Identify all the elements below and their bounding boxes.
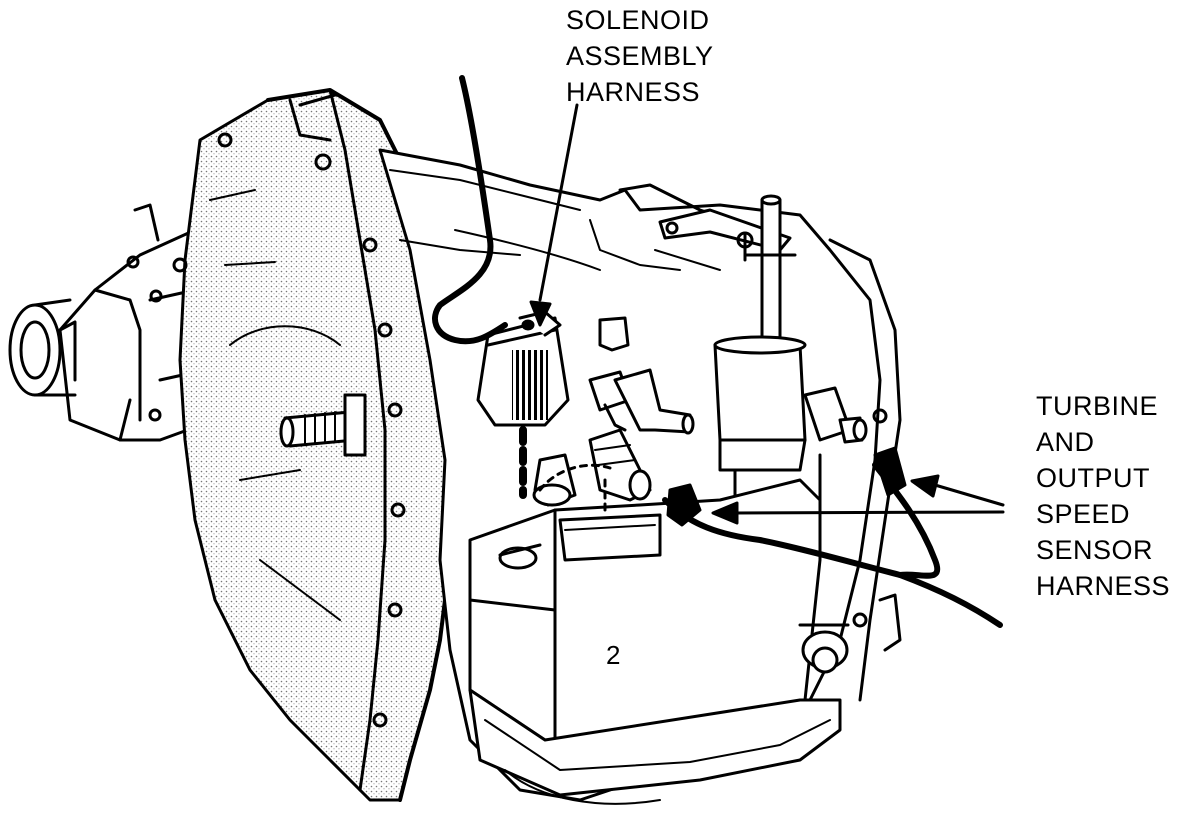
oil-pan [468, 688, 842, 805]
output-speed-sensor [803, 386, 868, 444]
callout-line: SPEED [1036, 499, 1131, 529]
solenoid-assembly-connector [476, 310, 570, 427]
manual-shift-shaft [658, 194, 822, 502]
solenoid-mount-guide [519, 426, 612, 517]
solenoid-harness-callout: SOLENOID ASSEMBLY HARNESS [566, 2, 714, 110]
solenoid-harness-wire [432, 75, 508, 345]
callout-line: HARNESS [566, 77, 701, 107]
callout-line: SOLENOID [566, 5, 710, 35]
speed-sensor-harness-wire [662, 446, 1003, 628]
output-flange [8, 298, 77, 397]
turbine-leader-arrow-lower [711, 501, 1005, 525]
vent-cap [532, 453, 577, 507]
callout-line: OUTPUT [1036, 463, 1150, 493]
speed-sensor-harness-callout: TURBINE AND OUTPUT SPEED SENSOR HARNESS [1036, 388, 1170, 604]
fitting-2 [613, 368, 695, 435]
drain-plug [798, 623, 850, 674]
solenoid-leader-arrow [529, 103, 579, 327]
callout-line: HARNESS [1036, 571, 1171, 601]
callout-line: ASSEMBLY [566, 41, 714, 71]
input-shaft-stub [279, 393, 367, 457]
turbine-leader-arrow-upper [910, 474, 1005, 507]
case-right-flange [828, 238, 902, 702]
pan-marking: 2 [606, 640, 620, 670]
callout-line: AND [1036, 427, 1095, 457]
valve-body-cover [468, 478, 822, 747]
callout-line: TURBINE [1036, 391, 1159, 421]
callout-line: SENSOR [1036, 535, 1154, 565]
